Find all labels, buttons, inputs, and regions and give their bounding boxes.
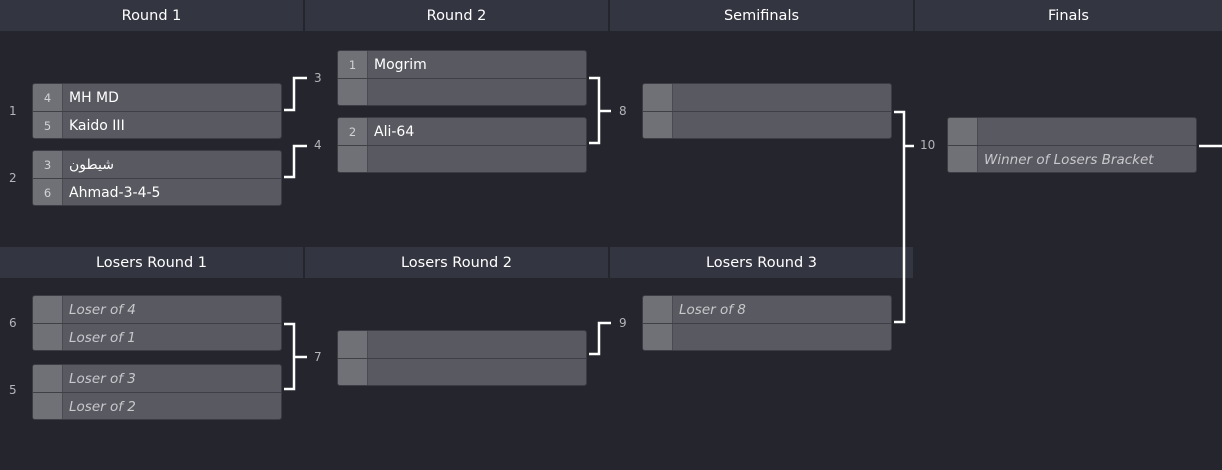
header-round-1: Round 1 xyxy=(0,0,303,31)
seed-badge xyxy=(643,84,673,111)
divider xyxy=(338,78,586,79)
match-2[interactable]: 3 شيطون 6 Ahmad-3-4-5 xyxy=(32,150,282,206)
divider xyxy=(33,323,281,324)
participant-name: Kaido III xyxy=(69,117,125,134)
divider xyxy=(33,178,281,179)
connector-1-to-3 xyxy=(284,76,307,112)
seed-badge xyxy=(33,365,63,392)
match-number: 4 xyxy=(314,138,322,152)
match-4[interactable]: 2 Ali-64 xyxy=(337,117,587,173)
match-9[interactable]: Loser of 8 xyxy=(642,295,892,351)
slot-top[interactable] xyxy=(338,331,586,358)
slot-bottom[interactable] xyxy=(643,112,891,138)
divider xyxy=(33,111,281,112)
slot-bottom[interactable]: 6 Ahmad-3-4-5 xyxy=(33,179,281,205)
seed-badge xyxy=(338,146,368,172)
seed-badge xyxy=(338,79,368,105)
divider xyxy=(338,358,586,359)
slot-bottom[interactable]: Winner of Losers Bracket xyxy=(948,146,1196,172)
match-number: 7 xyxy=(314,350,322,364)
match-8[interactable] xyxy=(642,83,892,139)
divider xyxy=(643,111,891,112)
slot-top[interactable]: 1 Mogrim xyxy=(338,51,586,78)
match-number: 2 xyxy=(9,171,17,185)
header-finals: Finals xyxy=(915,0,1222,31)
slot-top[interactable] xyxy=(643,84,891,111)
divider xyxy=(948,145,1196,146)
participant-placeholder: Winner of Losers Bracket xyxy=(984,151,1154,168)
slot-top[interactable] xyxy=(948,118,1196,145)
slot-bottom[interactable] xyxy=(643,324,891,350)
slot-top[interactable]: Loser of 3 xyxy=(33,365,281,392)
participant-name: Mogrim xyxy=(374,56,427,73)
slot-bottom[interactable] xyxy=(338,79,586,105)
match-number: 3 xyxy=(314,71,322,85)
seed-badge xyxy=(948,118,978,145)
participant-placeholder: Loser of 8 xyxy=(679,301,746,318)
match-6[interactable]: Loser of 4 Loser of 1 xyxy=(32,295,282,351)
connector-2-to-4 xyxy=(284,144,307,179)
slot-top[interactable]: Loser of 4 xyxy=(33,296,281,323)
seed-badge: 4 xyxy=(33,84,63,111)
seed-badge: 2 xyxy=(338,118,368,145)
seed-badge: 5 xyxy=(33,112,63,138)
seed-badge xyxy=(33,393,63,419)
header-losers-round-1: Losers Round 1 xyxy=(0,247,303,278)
seed-badge xyxy=(338,331,368,358)
seed-badge: 1 xyxy=(338,51,368,78)
participant-name: MH MD xyxy=(69,89,119,106)
slot-top[interactable]: Loser of 8 xyxy=(643,296,891,323)
match-number: 6 xyxy=(9,316,17,330)
match-1[interactable]: 4 MH MD 5 Kaido III xyxy=(32,83,282,139)
slot-bottom[interactable]: 5 Kaido III xyxy=(33,112,281,138)
header-round-2: Round 2 xyxy=(305,0,608,31)
slot-bottom[interactable] xyxy=(338,146,586,172)
participant-name: Ali-64 xyxy=(374,123,415,140)
slot-bottom[interactable] xyxy=(338,359,586,385)
divider xyxy=(643,323,891,324)
participant-placeholder: Loser of 1 xyxy=(69,329,136,346)
slot-bottom[interactable]: Loser of 1 xyxy=(33,324,281,350)
match-number: 1 xyxy=(9,104,17,118)
participant-name: شيطون xyxy=(69,156,114,173)
connector-7-to-9 xyxy=(589,321,611,356)
match-10[interactable]: Winner of Losers Bracket xyxy=(947,117,1197,173)
match-3[interactable]: 1 Mogrim xyxy=(337,50,587,106)
participant-name: Ahmad-3-4-5 xyxy=(69,184,161,201)
seed-badge xyxy=(643,112,673,138)
divider xyxy=(338,145,586,146)
connector-5-6-to-7 xyxy=(284,322,296,391)
match-number: 8 xyxy=(619,104,627,118)
seed-badge: 3 xyxy=(33,151,63,178)
seed-badge xyxy=(643,324,673,350)
participant-placeholder: Loser of 4 xyxy=(69,301,136,318)
match-7[interactable] xyxy=(337,330,587,386)
match-number: 9 xyxy=(619,316,627,330)
divider xyxy=(33,392,281,393)
seed-badge: 6 xyxy=(33,179,63,205)
seed-badge xyxy=(33,324,63,350)
seed-badge xyxy=(643,296,673,323)
header-losers-round-2: Losers Round 2 xyxy=(305,247,608,278)
slot-top[interactable]: 3 شيطون xyxy=(33,151,281,178)
slot-top[interactable]: 2 Ali-64 xyxy=(338,118,586,145)
header-semifinals: Semifinals xyxy=(610,0,913,31)
seed-badge xyxy=(338,359,368,385)
seed-badge xyxy=(33,296,63,323)
seed-badge xyxy=(948,146,978,172)
slot-top[interactable]: 4 MH MD xyxy=(33,84,281,111)
header-losers-round-3: Losers Round 3 xyxy=(610,247,913,278)
match-number: 5 xyxy=(9,383,17,397)
slot-bottom[interactable]: Loser of 2 xyxy=(33,393,281,419)
match-5[interactable]: Loser of 3 Loser of 2 xyxy=(32,364,282,420)
match-number: 10 xyxy=(920,138,936,152)
connector-3-4-to-8 xyxy=(589,76,601,145)
participant-placeholder: Loser of 2 xyxy=(69,398,136,415)
participant-placeholder: Loser of 3 xyxy=(69,370,136,387)
connector-8-9-to-10 xyxy=(894,110,906,324)
